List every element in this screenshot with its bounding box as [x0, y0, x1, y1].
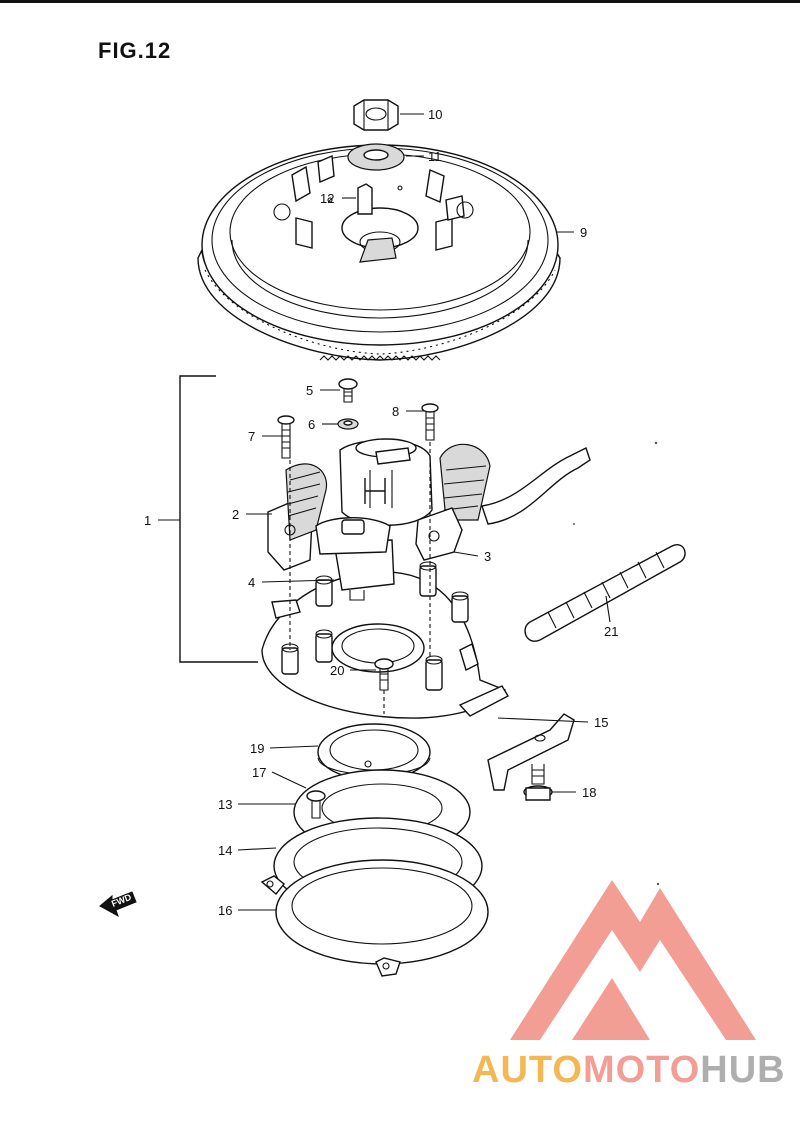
spiral-tube-part-21: [524, 544, 686, 642]
stator-base-plate: [261, 561, 509, 719]
callout-4: 4: [248, 575, 255, 590]
callout-10: 10: [428, 107, 442, 122]
callout-1: 1: [144, 513, 151, 528]
flywheel-nut-part-10: [353, 99, 399, 131]
callout-5: 5: [306, 383, 313, 398]
callout-layer: 10 11 12 9 5 8 6 7 2 1 3 4 21 20 15 19 1…: [144, 107, 618, 918]
callout-6: 6: [308, 417, 315, 432]
figure-title: FIG.12: [98, 38, 172, 63]
flywheel-part-9: [197, 144, 561, 361]
callout-21: 21: [604, 624, 618, 639]
callout-15: 15: [594, 715, 608, 730]
screw-part-7: [277, 415, 295, 459]
automotohub-watermark: AUTOMOTOHUB: [472, 880, 786, 1091]
watermark-logo-mark: [510, 880, 756, 1040]
bolt-part-18: [523, 764, 553, 801]
watermark-hub: HUB: [700, 1049, 785, 1091]
washer-part-6: [337, 418, 359, 430]
callout-14: 14: [218, 843, 232, 858]
plate-part-15: [487, 713, 575, 791]
cover-plate-part-16: [260, 859, 489, 977]
callout-7: 7: [248, 429, 255, 444]
stator-coil-assembly: [267, 438, 591, 601]
callout-17: 17: [252, 765, 266, 780]
callout-12: 12: [320, 191, 334, 206]
callout-8: 8: [392, 404, 399, 419]
callout-18: 18: [582, 785, 596, 800]
fwd-direction-arrow: FWD: [99, 891, 137, 918]
callout-11: 11: [428, 149, 442, 164]
screw-part-5: [338, 378, 358, 403]
callout-2: 2: [232, 507, 239, 522]
watermark-moto: MOTO: [583, 1049, 700, 1091]
svg-text:AUTOMOTOHUB: AUTOMOTOHUB: [472, 1049, 786, 1091]
screw-part-8: [421, 403, 439, 441]
callout-19: 19: [250, 741, 264, 756]
assembly-bracket-part-1: [179, 375, 258, 663]
callout-13: 13: [218, 797, 232, 812]
watermark-auto: AUTO: [472, 1049, 583, 1091]
callout-9: 9: [580, 225, 587, 240]
key-part-12: [357, 183, 373, 215]
top-border: [0, 0, 800, 3]
callout-16: 16: [218, 903, 232, 918]
callout-20: 20: [330, 663, 344, 678]
callout-3: 3: [484, 549, 491, 564]
washer-part-11: [347, 143, 405, 171]
screw-part-17: [306, 790, 326, 819]
